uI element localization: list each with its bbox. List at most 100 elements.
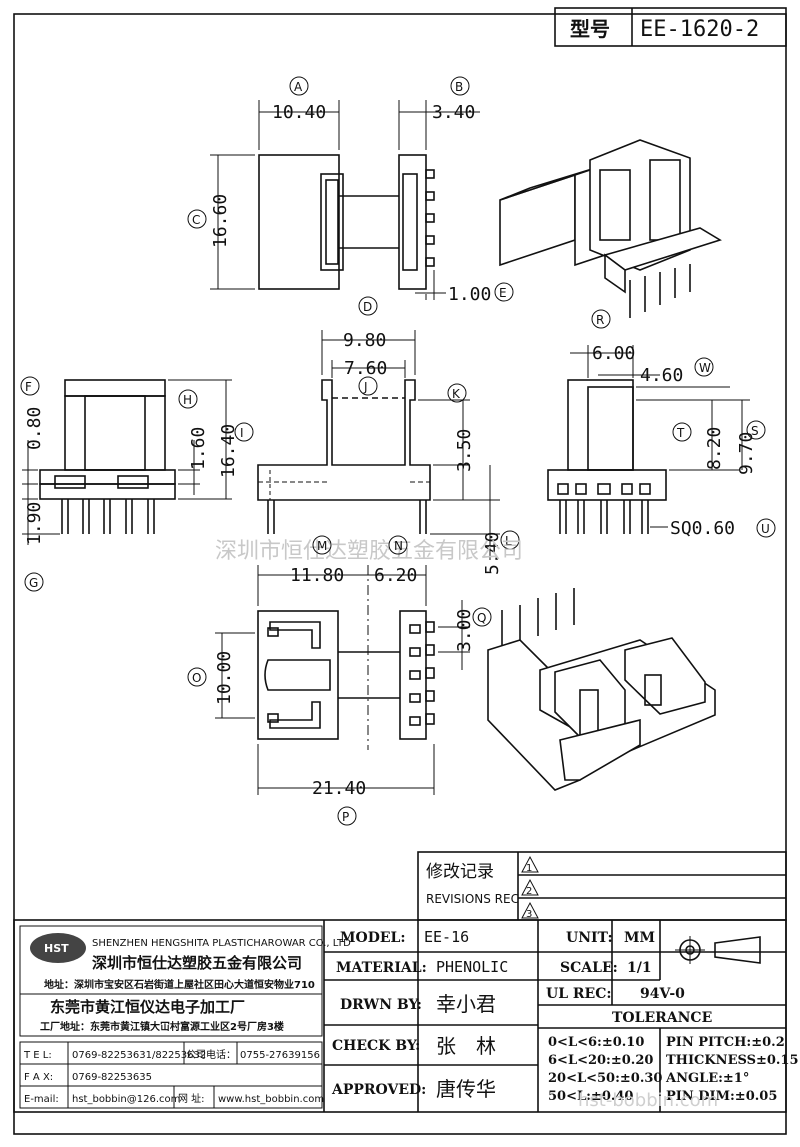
model-header-label: 型号 [570, 17, 610, 41]
label-p: P [342, 810, 349, 824]
right-view: 6.00 4.60 W 8.20 T 9.70 S SQ0.60 U [547, 343, 776, 539]
fax-label: F A X: [24, 1072, 53, 1083]
label-c: C [192, 213, 200, 227]
label-n: N [394, 539, 403, 553]
factory-address: 工厂地址：东莞市黄江镇大冚村富源工业区2号厂房3楼 [40, 1020, 284, 1033]
label-e: E [499, 286, 507, 300]
label-l: L [505, 534, 512, 548]
factory-name: 东莞市黄江恒仪达电子加工厂 [50, 998, 245, 1016]
dim-o: 10.00 [214, 651, 235, 705]
revisions-title: 修改记录 [426, 862, 494, 882]
drawn-value: 幸小君 [436, 992, 496, 1016]
dim-s: 9.70 [736, 432, 757, 475]
label-w: W [699, 361, 711, 375]
label-q: Q [477, 611, 486, 625]
company-name-cn: 深圳市恒仕达塑胶五金有限公司 [92, 954, 302, 972]
pin-pitch: PIN PITCH:±0.2 [666, 1035, 785, 1050]
sheet-border [13, 13, 787, 1135]
web-value: www.hst_bobbin.com [218, 1094, 324, 1105]
dim-u: SQ0.60 [670, 518, 735, 539]
dim-m: 11.80 [290, 565, 344, 586]
thickness: THICKNESS±0.15 [666, 1053, 799, 1068]
label-a: A [294, 80, 303, 94]
model-label: MODEL: [340, 930, 406, 946]
label-d: D [363, 300, 372, 314]
label-h: H [183, 393, 192, 407]
projection-symbol-icon [675, 936, 761, 964]
unit-value: MM [624, 930, 655, 946]
company-name-en: SHENZHEN HENGSHITA PLASTICHAROWAR CO., L… [92, 938, 351, 949]
label-m: M [317, 539, 327, 553]
dim-l: 5.40 [482, 532, 503, 575]
dim-d: 9.80 [343, 330, 386, 351]
model-header-box [554, 7, 787, 47]
dim-q: 3.00 [454, 609, 475, 652]
dim-e: 1.00 [448, 284, 491, 305]
company-logo: HST [44, 942, 69, 955]
label-b: B [455, 80, 463, 94]
approved-label: APPROVED: [331, 1082, 426, 1098]
company-tel-value: 0755-27639156 [240, 1050, 320, 1061]
label-r: R [596, 313, 604, 327]
side-view: 9.80 D 7.60 J 3.50 K 5.40 L [257, 296, 520, 575]
front-view: 0.80 F 1.90 G 1.60 H 16.40 I [20, 376, 254, 592]
material-label: MATERIAL: [336, 960, 427, 976]
ul-value: 94V-0 [640, 986, 685, 1002]
dim-i: 16.40 [218, 424, 239, 478]
dim-p: 21.40 [312, 778, 366, 799]
dim-six: 6.00 [592, 343, 635, 364]
revisions-block: 修改记录 REVISIONS REC 1 2 3 [417, 851, 787, 921]
tel-value: 0769-82253631/82253632 [72, 1050, 206, 1061]
check-label: CHECK BY: [332, 1038, 420, 1054]
watermark-2: hst-bobbin.com [578, 1090, 718, 1111]
revision-3: 3 [526, 909, 532, 920]
material-value: PHENOLIC [436, 958, 508, 976]
iso-view-top: R [499, 139, 722, 329]
label-j: J [363, 380, 368, 394]
revisions-subtitle: REVISIONS REC [426, 892, 519, 906]
dim-h: 1.60 [188, 427, 209, 470]
label-u: U [761, 522, 770, 536]
check-value: 张 林 [436, 1034, 496, 1058]
dim-k: 3.50 [454, 429, 475, 472]
company-tel-label: 公司电话： [186, 1048, 236, 1061]
company-address: 地址：深圳市宝安区石岩街道上屋社区田心大道恒安物业710 [44, 978, 315, 991]
revision-2: 2 [526, 886, 532, 897]
tolerance-1: 0<L<6:±0.10 [548, 1035, 644, 1050]
bottom-view: 11.80 6.20 M N 10.00 O 3.00 Q 21.40 P [187, 535, 492, 826]
tolerance-2: 6<L<20:±0.20 [548, 1053, 653, 1068]
unit-label: UNIT: [566, 930, 613, 946]
scale-value: 1/1 [627, 960, 652, 976]
tolerance-4: 50<L:±0.40 [548, 1089, 633, 1104]
approved-value: 唐传华 [436, 1077, 496, 1101]
pin-dim: PIN DIM:±0.05 [666, 1089, 777, 1104]
watermark: 深圳市恒仕达塑胶五金有限公司 [215, 539, 523, 564]
label-o: O [192, 671, 201, 685]
iso-view-bottom [487, 588, 716, 791]
tolerance-label: TOLERANCE [612, 1010, 712, 1026]
drawn-label: DRWN BY: [340, 997, 422, 1013]
top-view: 10.40 A 3.40 B 16.60 C 1.00 E [187, 76, 514, 305]
dim-n: 6.20 [374, 565, 417, 586]
web-label: 网 址: [178, 1092, 205, 1105]
dim-j: 7.60 [344, 358, 387, 379]
dim-t: 8.20 [704, 427, 725, 470]
fax-value: 0769-82253635 [72, 1072, 152, 1083]
revision-1: 1 [526, 863, 532, 874]
label-g: G [29, 576, 38, 590]
tel-label: T E L: [23, 1050, 52, 1061]
email-label: E-mail: [24, 1094, 59, 1105]
title-block: HST SHENZHEN HENGSHITA PLASTICHAROWAR CO… [13, 919, 799, 1113]
email-value: hst_bobbin@126.com [72, 1094, 180, 1105]
ul-label: UL REC: [546, 986, 612, 1002]
label-k: K [452, 387, 461, 401]
model-value: EE-16 [424, 928, 469, 946]
dim-f: 0.80 [24, 407, 45, 450]
label-s: S [751, 424, 759, 438]
dim-a: 10.40 [272, 102, 326, 123]
scale-label: SCALE: [560, 960, 618, 976]
label-i: I [240, 426, 244, 440]
label-t: T [676, 426, 685, 440]
tolerance-3: 20<L<50:±0.30 [548, 1071, 662, 1086]
